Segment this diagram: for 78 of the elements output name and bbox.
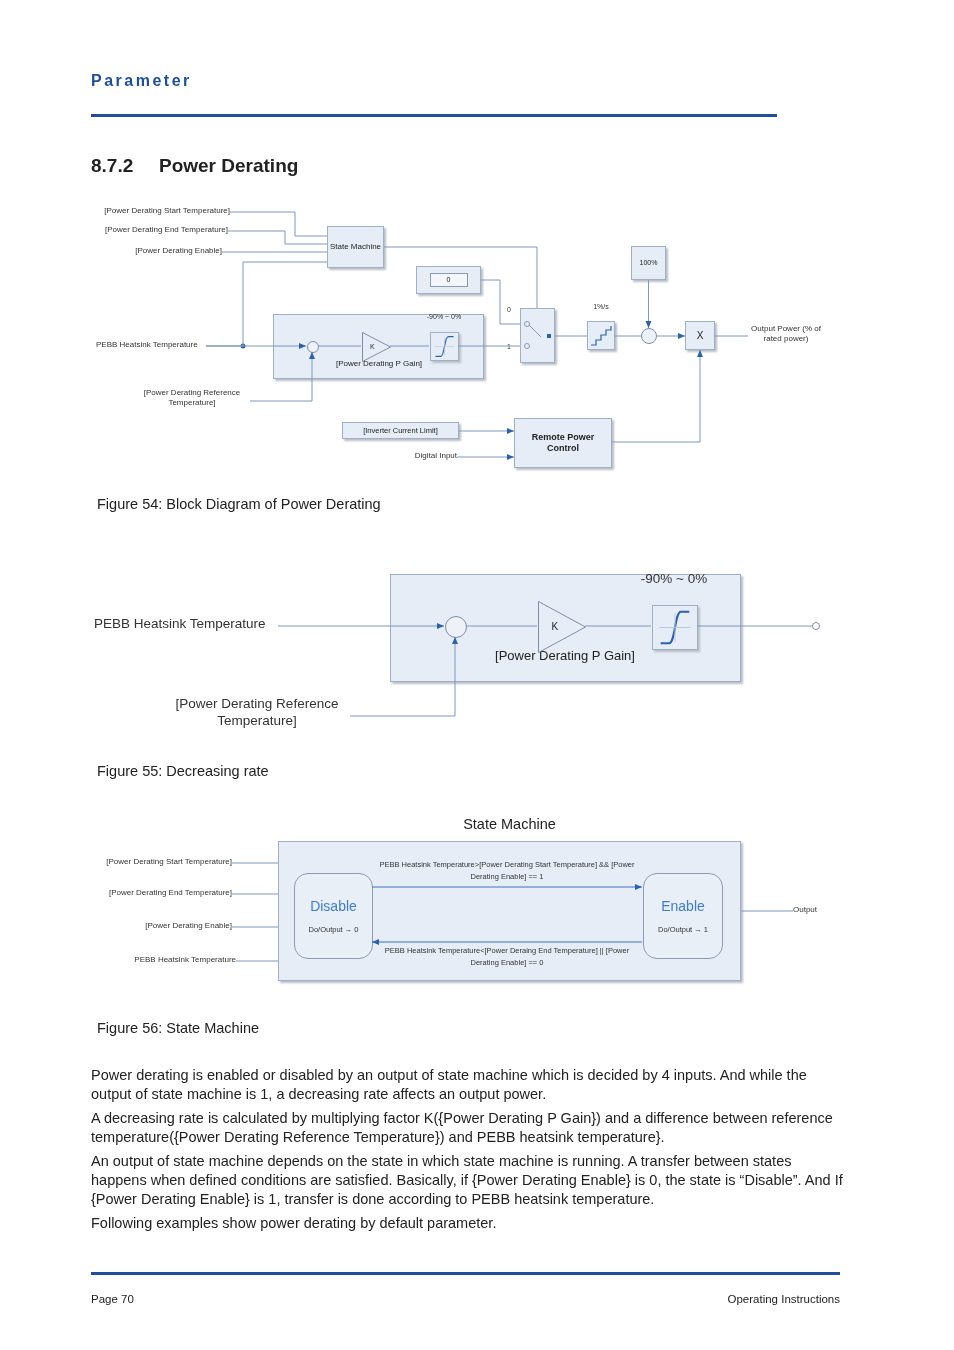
figure-caption: Figure 54: Block Diagram of Power Derating: [97, 496, 381, 512]
state-box: [643, 873, 723, 959]
remote-power-control-block: Remote Power Control: [514, 418, 612, 468]
figure-caption: Figure 55: Decreasing rate: [97, 763, 269, 779]
controller-block: [273, 314, 484, 379]
arrow: [349, 636, 458, 717]
connector-line: [714, 335, 749, 337]
multiplier-block: X: [685, 321, 715, 350]
body-paragraph: Power derating is enabled or disabled by an output of state machine which is decided by 4 inputs. And while the output of state machine is 1, a decreasing rate affects an output power.: [91, 1066, 808, 1104]
state-machine-block: State Machine: [327, 226, 384, 268]
connector-line: [227, 230, 328, 245]
connector-line: [221, 251, 328, 253]
arrow: [277, 623, 445, 629]
arrow: [205, 343, 307, 349]
state-name: Disable: [309, 898, 358, 915]
connector-line: [229, 211, 328, 237]
body-paragraph: Following examples show power derating by default parameter.: [91, 1214, 498, 1233]
output-label: Output Power (% of rated power): [748, 324, 824, 348]
summing-junction: [307, 341, 319, 353]
footer-title: Operating Instructions: [727, 1293, 840, 1305]
connector-line: [740, 910, 794, 912]
connector-line: [231, 862, 279, 864]
input-label: [Power Derating Start Temperature]: [84, 857, 232, 869]
input-label: [Power Derating Enable]: [84, 921, 232, 933]
section-number: 8.7.2: [91, 155, 134, 177]
connector-line: [480, 279, 521, 325]
arrow: [371, 884, 643, 890]
arrow: [611, 349, 703, 443]
summing-junction: [445, 616, 467, 638]
rate-limiter-block: [587, 321, 615, 350]
saturation-block: [652, 605, 698, 650]
arrow: [456, 454, 515, 460]
input-label: Digital Input: [396, 451, 457, 463]
connector-line: [584, 625, 652, 627]
figure-caption: Figure 56: State Machine: [97, 1020, 259, 1036]
section-title: Power Derating: [159, 155, 299, 177]
arrow: [645, 279, 652, 329]
connector-line: [383, 246, 538, 309]
switch-block: [520, 308, 555, 363]
connector-line: [614, 335, 642, 337]
input-label: PEBB Heatsink Temperature: [96, 340, 206, 352]
connector-line: [696, 625, 813, 627]
connector-line: [231, 893, 279, 895]
section-header: Parameter: [91, 72, 192, 90]
body-paragraph: A decreasing rate is calculated by multiplying factor K({Power Derating P Gain}) and a difference between reference temperature({Power Derating Reference Temperature}) and PEBB heatsink temperature}.: [91, 1109, 834, 1147]
input-label: PEBB Heatsink Temperature: [84, 955, 236, 967]
arrow: [458, 428, 515, 434]
connector-line: [457, 345, 521, 347]
input-label: [Power Derating Reference Temperature]: [134, 388, 250, 412]
controller-block: [390, 574, 741, 682]
page-number: Page 70: [91, 1293, 134, 1305]
connector-line: [317, 345, 362, 347]
block-label: [Power Derating P Gain]: [334, 359, 424, 369]
connector-line: [231, 926, 279, 928]
output-port: [812, 622, 820, 630]
input-label: [Power Derating End Temperature]: [88, 225, 228, 237]
input-label: [Power Derating Enable]: [110, 246, 222, 258]
arrow: [656, 333, 686, 339]
saturation-block: [430, 332, 459, 361]
arrow: [371, 939, 643, 945]
parameter-label: -90% ~ 0%: [639, 570, 709, 587]
output-label: Output: [793, 905, 833, 917]
connector-line: [205, 261, 328, 347]
connector-line: [465, 625, 538, 627]
connector-line: [389, 345, 430, 347]
state-box: [294, 873, 373, 959]
input-label: [Power Derating Start Temperature]: [88, 206, 230, 218]
summing-junction: [641, 328, 657, 344]
connector-line: [554, 335, 588, 337]
input-label: PEBB Heatsink Temperature: [94, 616, 278, 636]
arrow: [249, 351, 315, 402]
connector-line: [235, 960, 279, 962]
constant-block: [416, 266, 481, 294]
state-name: Enable: [660, 898, 706, 915]
input-label: [Power Derating Reference Temperature]: [164, 696, 350, 734]
panel-heading: State Machine: [462, 816, 557, 834]
input-label: [Power Derating End Temperature]: [84, 888, 232, 900]
body-paragraph: An output of state machine depends on the state in which state machine is running. A transfer between states happens when defined conditions are satisfied. Basically, if {Power Derating Enable} is 0, the state is “Disable”. And If {Power Derating Enable} is 1, transfer is done according to PEBB heatsink temperature.: [91, 1152, 843, 1209]
